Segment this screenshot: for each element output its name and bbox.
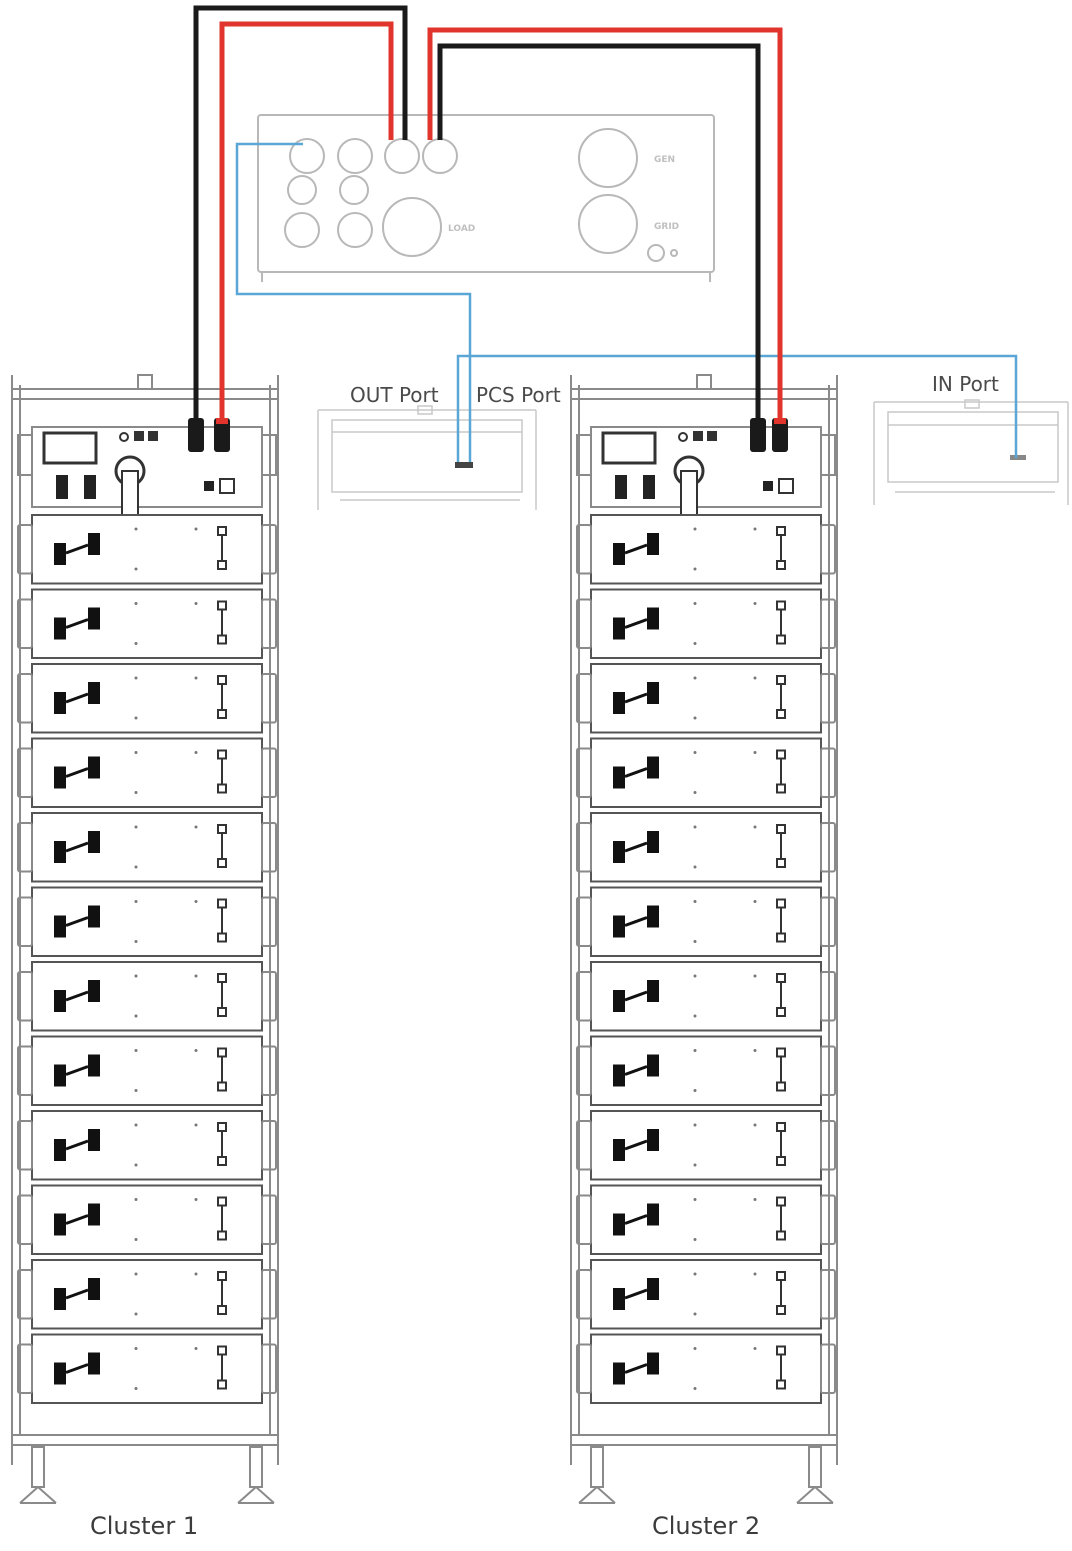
out-port-module — [317, 405, 537, 510]
battery-module — [576, 1333, 836, 1404]
rack-foot — [578, 1446, 616, 1504]
rack-frame — [570, 374, 838, 1465]
in-port-module — [873, 399, 1069, 505]
battery-module — [17, 812, 277, 883]
inverter-port-2 — [337, 138, 373, 174]
plug-neg-cluster-2 — [750, 418, 766, 452]
battery-module — [17, 663, 277, 734]
rack-frame — [11, 374, 279, 1465]
battery-module — [576, 737, 836, 808]
battery-module — [576, 1259, 836, 1330]
battery-module — [17, 737, 277, 808]
comm-cable-inverter-to-pcs — [235, 142, 472, 462]
battery-module — [17, 886, 277, 957]
rack-foot — [19, 1446, 57, 1504]
pcs-port-label: PCS Port — [476, 383, 561, 407]
cluster-1-label: Cluster 1 — [90, 1512, 199, 1540]
inverter-gen-port — [578, 128, 638, 188]
battery-module — [576, 961, 836, 1032]
battery-module — [17, 588, 277, 659]
in-port-label: IN Port — [932, 372, 999, 396]
inverter-grid-port — [578, 194, 638, 254]
battery-module — [576, 588, 836, 659]
battery-module — [17, 1333, 277, 1404]
negative-cable-cluster-1 — [193, 5, 408, 422]
battery-module — [576, 1110, 836, 1181]
battery-module — [576, 812, 836, 883]
battery-cluster-1 — [11, 374, 279, 1504]
load-label: LOAD — [448, 224, 475, 234]
inverter-port-pv1 — [287, 175, 317, 205]
inverter-ground-port — [647, 244, 665, 262]
battery-module — [17, 1259, 277, 1330]
plug-pos-cluster-1 — [214, 418, 230, 452]
cables — [193, 5, 1018, 462]
inverter-panel — [257, 114, 715, 282]
battery-module — [17, 1110, 277, 1181]
out-port-label: OUT Port — [350, 383, 439, 407]
battery-module — [576, 663, 836, 734]
rack-foot — [237, 1446, 275, 1504]
battery-module — [17, 514, 277, 585]
positive-cable-cluster-1 — [219, 21, 394, 422]
comm-cable-out-to-in — [456, 354, 1018, 462]
battery-module — [17, 1184, 277, 1255]
negative-cable-cluster-2 — [437, 43, 761, 422]
battery-module — [576, 1184, 836, 1255]
plug-neg-cluster-1 — [188, 418, 204, 452]
terminal-plugs — [188, 418, 788, 452]
rack-foot — [796, 1446, 834, 1504]
inverter-load-port — [382, 197, 442, 257]
battery-cluster-2 — [570, 374, 838, 1504]
inverter-port-pv3 — [284, 212, 320, 248]
bms-control-unit — [17, 426, 277, 528]
inverter-port-batt-neg — [384, 138, 420, 174]
battery-module — [576, 1035, 836, 1106]
inverter-port-pv2 — [339, 175, 369, 205]
gen-label: GEN — [654, 155, 675, 165]
cluster-2-label: Cluster 2 — [652, 1512, 761, 1540]
inverter-port-batt-pos — [422, 138, 458, 174]
bms-control-unit — [576, 426, 836, 528]
inverter-port-pv4 — [337, 212, 373, 248]
battery-module — [576, 886, 836, 957]
inverter-port-1 — [289, 138, 325, 174]
grid-label: GRID — [654, 222, 679, 232]
battery-module — [17, 1035, 277, 1106]
plug-pos-cluster-2 — [772, 418, 788, 452]
positive-cable-cluster-2 — [427, 27, 783, 422]
battery-module — [576, 514, 836, 585]
battery-module — [17, 961, 277, 1032]
